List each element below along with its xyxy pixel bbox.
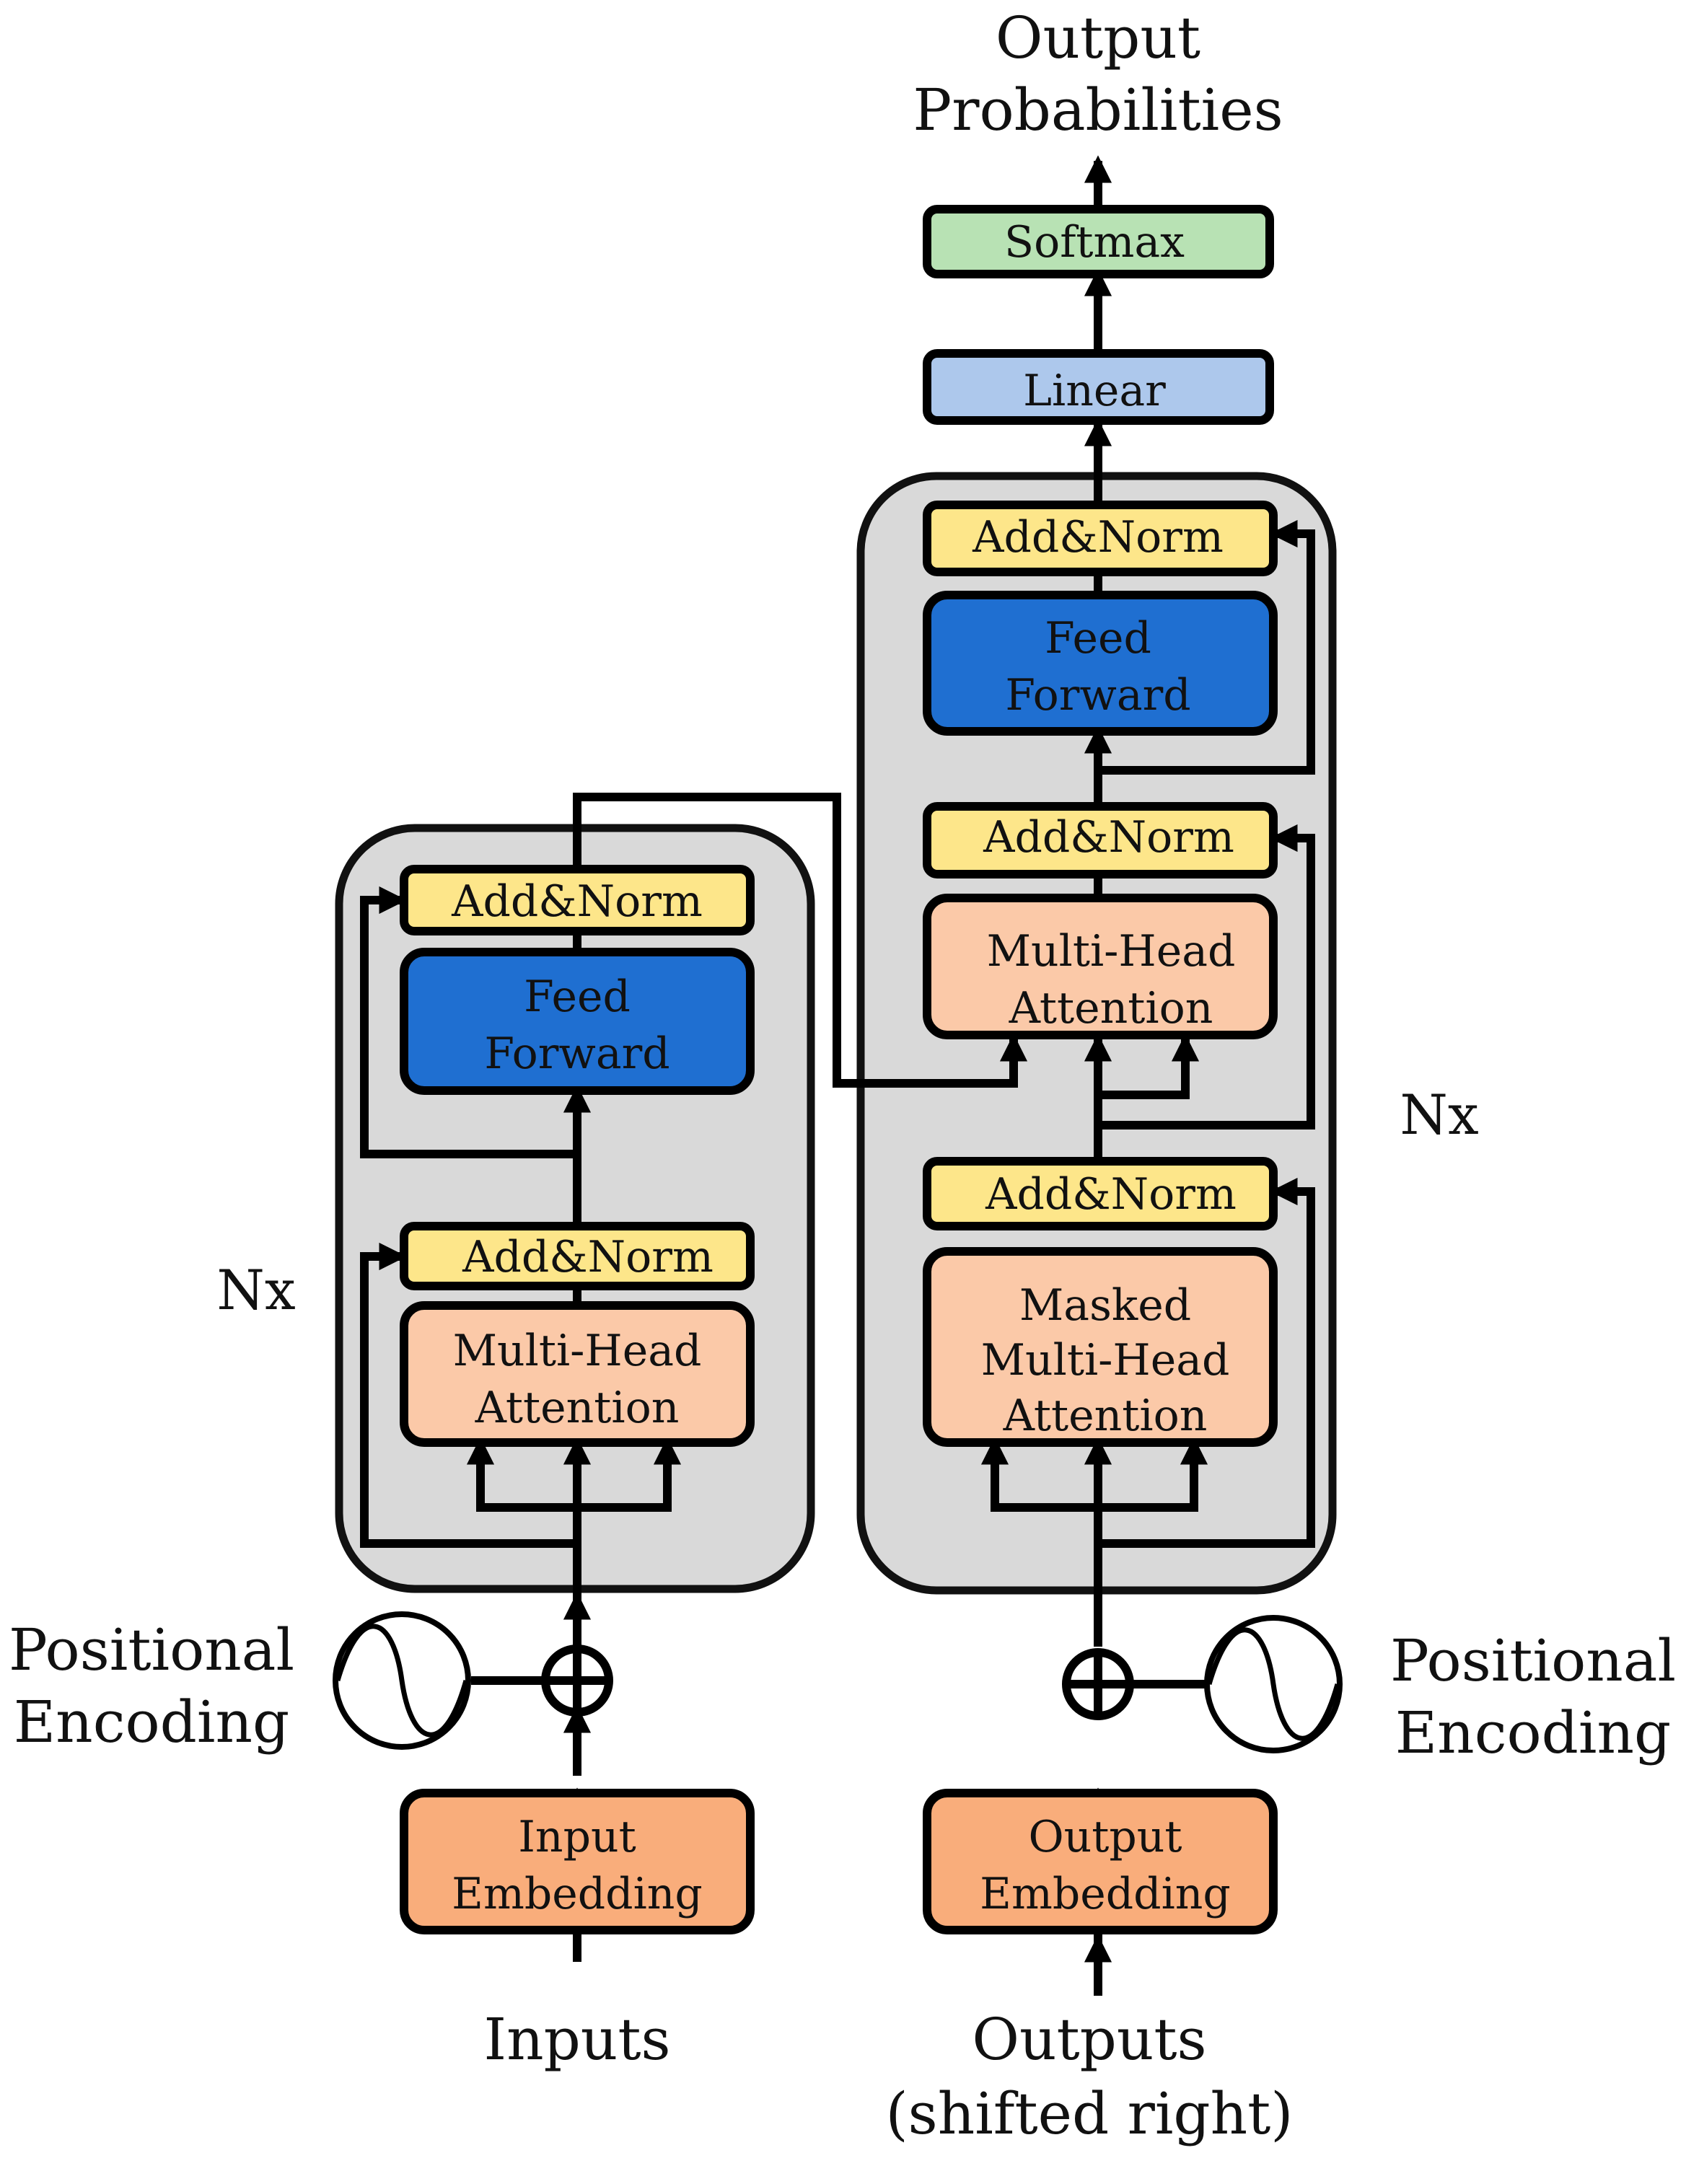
encoder-add-norm-top: Add&Norm — [400, 865, 755, 935]
decoder-feed-forward-line-2: Forward — [1005, 670, 1190, 721]
encoder-multi-head-attention: Multi-Head Attention — [400, 1301, 755, 1447]
output-embedding-line-2: Embedding — [980, 1869, 1231, 1919]
encoder-positional-encoding-line-2: Encoding — [14, 1688, 289, 1756]
output-probabilities-label-line-2: Probabilities — [913, 76, 1283, 144]
decoder-masked-attention-line-1: Masked — [1019, 1280, 1191, 1331]
decoder-nx-label: Nx — [1400, 1083, 1478, 1147]
decoder-cross-attention-line-1: Multi-Head — [987, 926, 1236, 977]
encoder-positional-encoding-line-1: Positional — [9, 1616, 294, 1683]
encoder-nx-label: Nx — [216, 1258, 295, 1322]
inputs-label: Inputs — [483, 2006, 670, 2073]
encoder-add-norm-bottom: Add&Norm — [400, 1222, 755, 1290]
encoder-attention-line-2: Attention — [475, 1383, 680, 1433]
decoder-add-norm-top-label: Add&Norm — [972, 512, 1224, 563]
decoder-feed-forward-line-1: Feed — [1045, 613, 1151, 664]
output-probabilities-label-line-1: Output — [996, 4, 1200, 71]
circled-plus-icon — [1062, 1648, 1134, 1720]
input-embedding-line-1: Input — [518, 1812, 636, 1862]
decoder-add-norm-middle: Add&Norm — [923, 802, 1278, 879]
outputs-label-line-1: Outputs — [972, 2006, 1206, 2073]
decoder-positional-encoding-line-1: Positional — [1390, 1627, 1676, 1694]
outputs-label-line-2: (shifted right) — [885, 2080, 1293, 2147]
circled-plus-icon — [541, 1644, 613, 1717]
linear-block: Linear — [923, 349, 1274, 425]
decoder-add-norm-bottom-label: Add&Norm — [985, 1169, 1237, 1220]
encoder-add-norm-bottom-label: Add&Norm — [462, 1232, 714, 1282]
decoder-masked-attention-line-3: Attention — [1003, 1391, 1208, 1441]
linear-label: Linear — [1023, 366, 1166, 416]
softmax-block: Softmax — [923, 205, 1274, 278]
encoder-feed-forward-line-2: Forward — [484, 1029, 669, 1079]
decoder-positional-encoding-line-2: Encoding — [1395, 1699, 1671, 1766]
decoder-masked-attention: Masked Multi-Head Attention — [923, 1247, 1278, 1447]
decoder-masked-attention-line-2: Multi-Head — [981, 1335, 1230, 1386]
encoder-add-norm-top-label: Add&Norm — [451, 876, 703, 927]
encoder-attention-line-1: Multi-Head — [453, 1326, 702, 1376]
decoder-add-norm-bottom: Add&Norm — [923, 1157, 1278, 1230]
input-embedding: Input Embedding — [400, 1789, 755, 1934]
decoder-add-norm-middle-label: Add&Norm — [983, 812, 1234, 863]
sine-wave-circle-icon — [333, 1611, 471, 1750]
decoder-cross-attention: Multi-Head Attention — [923, 894, 1278, 1039]
input-embedding-line-2: Embedding — [452, 1869, 703, 1919]
softmax-label: Softmax — [1004, 217, 1185, 268]
output-embedding: Output Embedding — [923, 1789, 1278, 1934]
encoder-feed-forward-line-1: Feed — [524, 972, 631, 1022]
decoder-feed-forward: Feed Forward — [923, 591, 1278, 736]
decoder-add-norm-top: Add&Norm — [923, 501, 1278, 576]
sine-wave-circle-icon — [1204, 1615, 1343, 1753]
output-embedding-line-1: Output — [1028, 1812, 1182, 1862]
encoder-feed-forward: Feed Forward — [400, 948, 755, 1095]
decoder-cross-attention-line-2: Attention — [1009, 983, 1213, 1034]
